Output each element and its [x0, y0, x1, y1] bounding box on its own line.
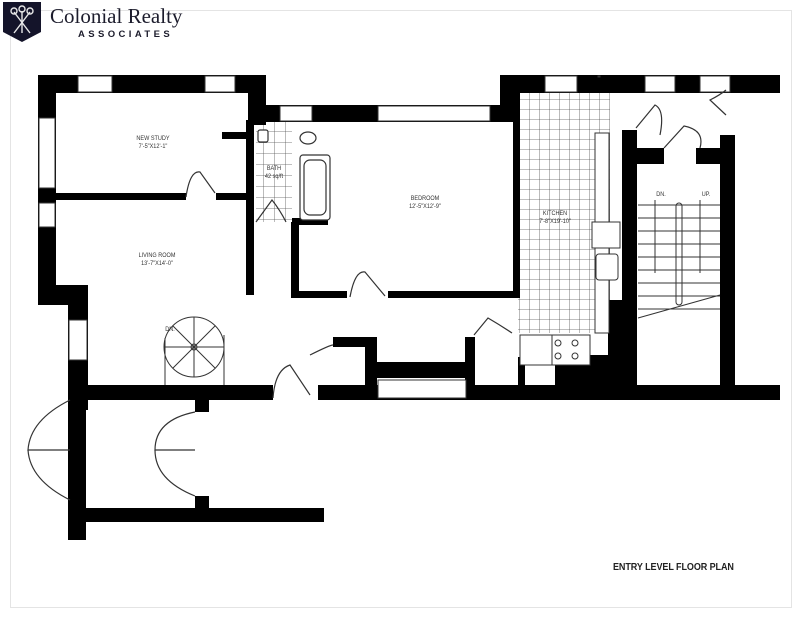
- shield-keys-icon: [3, 2, 41, 42]
- brand-subtitle: ASSOCIATES: [78, 29, 174, 40]
- room-dims: 7'-5"X12'-1": [138, 143, 168, 150]
- logo[interactable]: Colonial Realty ASSOCIATES: [3, 2, 182, 42]
- room-name: BATH: [266, 165, 282, 172]
- room-new-study: NEW STUDY 7'-5"X12'-1": [115, 135, 192, 151]
- plan-title: ENTRY LEVEL FLOOR PLAN: [613, 561, 734, 573]
- room-kitchen: KITCHEN 7'-8"X19'-10": [525, 210, 585, 226]
- plan-frame: [10, 10, 792, 608]
- spiral-stair-down-label: DN.: [165, 326, 175, 333]
- room-name: LIVING ROOM: [138, 252, 176, 259]
- room-dims: 42 sq/ft: [264, 173, 284, 180]
- room-name: BEDROOM: [410, 195, 440, 202]
- brand-name: Colonial Realty: [50, 4, 183, 28]
- stair-up-label: UP.: [701, 191, 711, 198]
- room-living-room: LIVING ROOM 13'-7"X14'-0": [119, 252, 196, 268]
- room-dims: 12'-5"X12'-9": [409, 203, 441, 210]
- room-bath: BATH 42 sq/ft: [257, 165, 291, 181]
- room-bedroom: BEDROOM 12'-5"X12'-9": [387, 195, 464, 211]
- stair-down-label: DN.: [656, 191, 666, 198]
- room-name: KITCHEN: [542, 210, 568, 217]
- room-dims: 13'-7"X14'-0": [141, 260, 173, 267]
- room-name: NEW STUDY: [136, 135, 170, 142]
- room-dims: 7'-8"X19'-10": [539, 218, 571, 225]
